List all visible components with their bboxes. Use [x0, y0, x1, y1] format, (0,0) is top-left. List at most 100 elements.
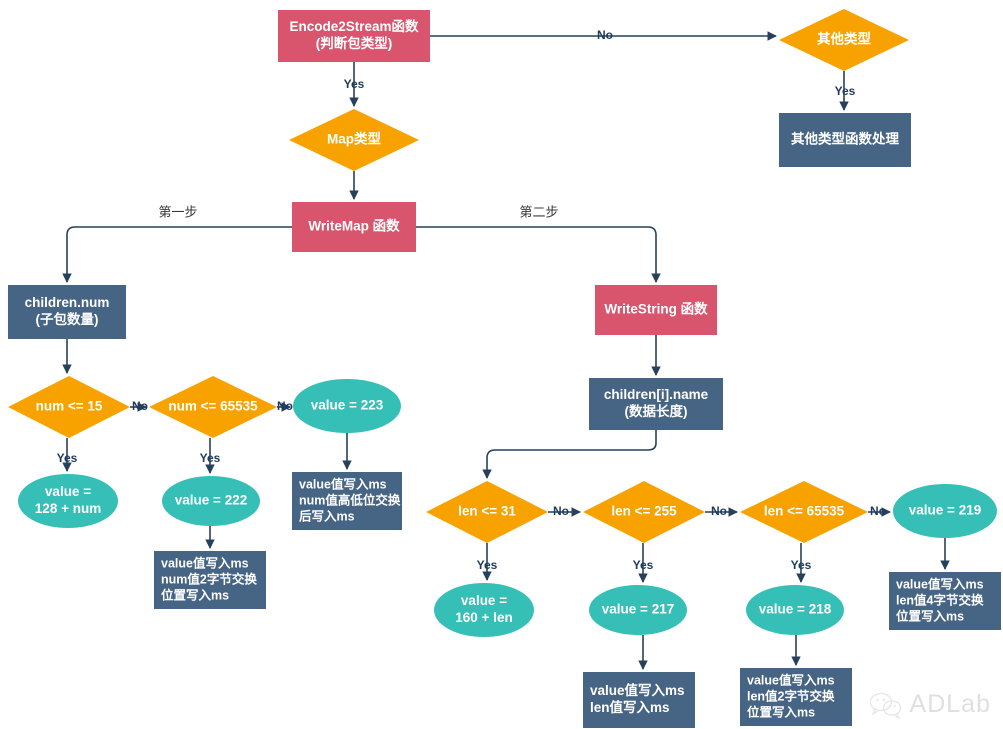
node-value-160-len[interactable]: value = 160 + len [434, 583, 534, 637]
node-text-len-write-4b-line2: len值4字节交换 [896, 592, 984, 607]
node-shape-writemap [292, 202, 416, 252]
node-children-name[interactable]: children[i].name(数据长度) [589, 378, 723, 430]
node-shape-len-write-2b [740, 668, 852, 726]
node-shape-len-le-31 [426, 481, 548, 543]
edge-label-yes-other: Yes [835, 84, 856, 98]
node-text-len-write-1b-line2: len值写入ms [590, 699, 670, 715]
node-shape-children-num [8, 285, 126, 339]
node-text-len-le-31-line1: len <= 31 [458, 504, 516, 519]
node-shape-len-le-255 [583, 481, 705, 543]
node-text-writemap-line1: WriteMap 函数 [308, 218, 400, 234]
edge-writemap-to-childrennum [62, 226, 292, 283]
node-text-encode2stream-line1: Encode2Stream函数 [289, 18, 419, 34]
node-text-len-write-2b-line2: len值2字节交换 [747, 688, 835, 703]
node-text-value-128-num-line1: value = [45, 484, 91, 499]
node-num-le-15[interactable]: num <= 15 [8, 376, 130, 438]
node-shape-writestring [595, 285, 717, 335]
node-text-value-217-line1: value = 217 [602, 602, 674, 617]
node-text-value-218-line1: value = 218 [759, 602, 832, 617]
node-map-type[interactable]: Map类型 [289, 109, 419, 171]
node-num-le-65535[interactable]: num <= 65535 [149, 376, 277, 438]
node-len-le-65535[interactable]: len <= 65535 [740, 481, 868, 543]
node-text-num-write-2b-line2: num值2字节交换 [161, 571, 257, 586]
edge-childrenname-to-len31 [482, 430, 657, 479]
node-text-num-write-hl-line3: 后写入ms [299, 508, 355, 523]
node-value-217[interactable]: value = 217 [589, 585, 687, 635]
node-text-num-le-65535-line1: num <= 65535 [168, 399, 258, 414]
node-shape-num-le-15 [8, 376, 130, 438]
node-text-value-128-num-line2: 128 + num [35, 501, 101, 516]
node-text-value-222-line1: value = 222 [175, 493, 247, 508]
node-len-le-255[interactable]: len <= 255 [583, 481, 705, 543]
node-text-other-type-line1: 其他类型 [817, 31, 871, 47]
node-shape-num-le-65535 [149, 376, 277, 438]
node-text-other-handler-line1: 其他类型函数处理 [791, 131, 899, 147]
node-text-num-write-hl-line2: num值高低位交换 [299, 492, 401, 507]
node-shape-num-write-2b [154, 551, 266, 609]
node-shape-value-219 [893, 484, 997, 538]
node-text-value-160-len-line2: 160 + len [455, 610, 512, 625]
node-text-children-name-line1: children[i].name [604, 387, 709, 402]
node-shape-value-218 [746, 585, 844, 635]
node-value-222[interactable]: value = 222 [162, 476, 260, 526]
node-shape-len-le-65535 [740, 481, 868, 543]
node-text-writestring-line1: WriteString 函数 [604, 301, 708, 317]
node-value-128-num[interactable]: value = 128 + num [18, 474, 118, 528]
node-text-value-219-line1: value = 219 [909, 503, 981, 518]
edge-label-no-num65535: No [277, 399, 293, 413]
edge-group [62, 31, 950, 670]
node-children-num[interactable]: children.num(子包数量) [8, 285, 126, 339]
edge-label-yes-num15: Yes [57, 451, 78, 465]
edge-label-yes-map: Yes [344, 77, 365, 91]
node-len-le-31[interactable]: len <= 31 [426, 481, 548, 543]
node-shape-other-handler [779, 113, 911, 167]
node-shape-len-write-4b [889, 572, 1001, 630]
node-shape-map-type [289, 109, 419, 171]
node-shape-value-217 [589, 585, 687, 635]
node-text-len-write-2b-line3: 位置写入ms [747, 704, 815, 719]
node-text-value-223-line1: value = 223 [311, 398, 384, 413]
node-other-handler[interactable]: 其他类型函数处理 [779, 113, 911, 167]
node-value-223[interactable]: value = 223 [293, 379, 401, 433]
edge-label-yes-len65535: Yes [791, 558, 812, 572]
node-encode2stream[interactable]: Encode2Stream函数(判断包类型) [278, 10, 430, 62]
node-text-value-160-len-line1: value = [461, 593, 507, 608]
node-text-num-le-15-line1: num <= 15 [36, 399, 103, 414]
node-text-children-num-line1: children.num [25, 295, 110, 310]
node-value-218[interactable]: value = 218 [746, 585, 844, 635]
edge-label-yes-num65535: Yes [200, 451, 221, 465]
node-text-encode2stream-line2: (判断包类型) [316, 35, 393, 51]
edge-label-no-len65535: No [870, 504, 886, 518]
node-shape-value-128-num [18, 474, 118, 528]
node-text-num-write-2b-line1: value值写入ms [161, 555, 249, 570]
edge-label-no-len255: No [711, 504, 727, 518]
node-text-len-le-255-line1: len <= 255 [611, 504, 677, 519]
node-writestring[interactable]: WriteString 函数 [595, 285, 717, 335]
node-writemap[interactable]: WriteMap 函数 [292, 202, 416, 252]
node-value-219[interactable]: value = 219 [893, 484, 997, 538]
node-other-type[interactable]: 其他类型 [779, 9, 909, 71]
edge-label-no-num15: No [132, 399, 148, 413]
node-text-len-write-4b-line3: 位置写入ms [896, 608, 964, 623]
edge-label-yes-len255: Yes [633, 558, 654, 572]
node-text-num-write-2b-line3: 位置写入ms [161, 587, 229, 602]
node-shape-value-223 [293, 379, 401, 433]
node-text-len-le-65535-line1: len <= 65535 [764, 504, 845, 519]
node-shape-other-type [779, 9, 909, 71]
node-text-len-write-2b-line1: value值写入ms [747, 672, 835, 687]
edge-label-yes-len31: Yes [477, 558, 498, 572]
node-shape-children-name [589, 378, 723, 430]
node-text-children-num-line2: (子包数量) [36, 311, 99, 327]
node-text-num-write-hl-line1: value值写入ms [299, 476, 387, 491]
node-shape-encode2stream [278, 10, 430, 62]
edge-label-step-one: 第一步 [158, 204, 197, 219]
